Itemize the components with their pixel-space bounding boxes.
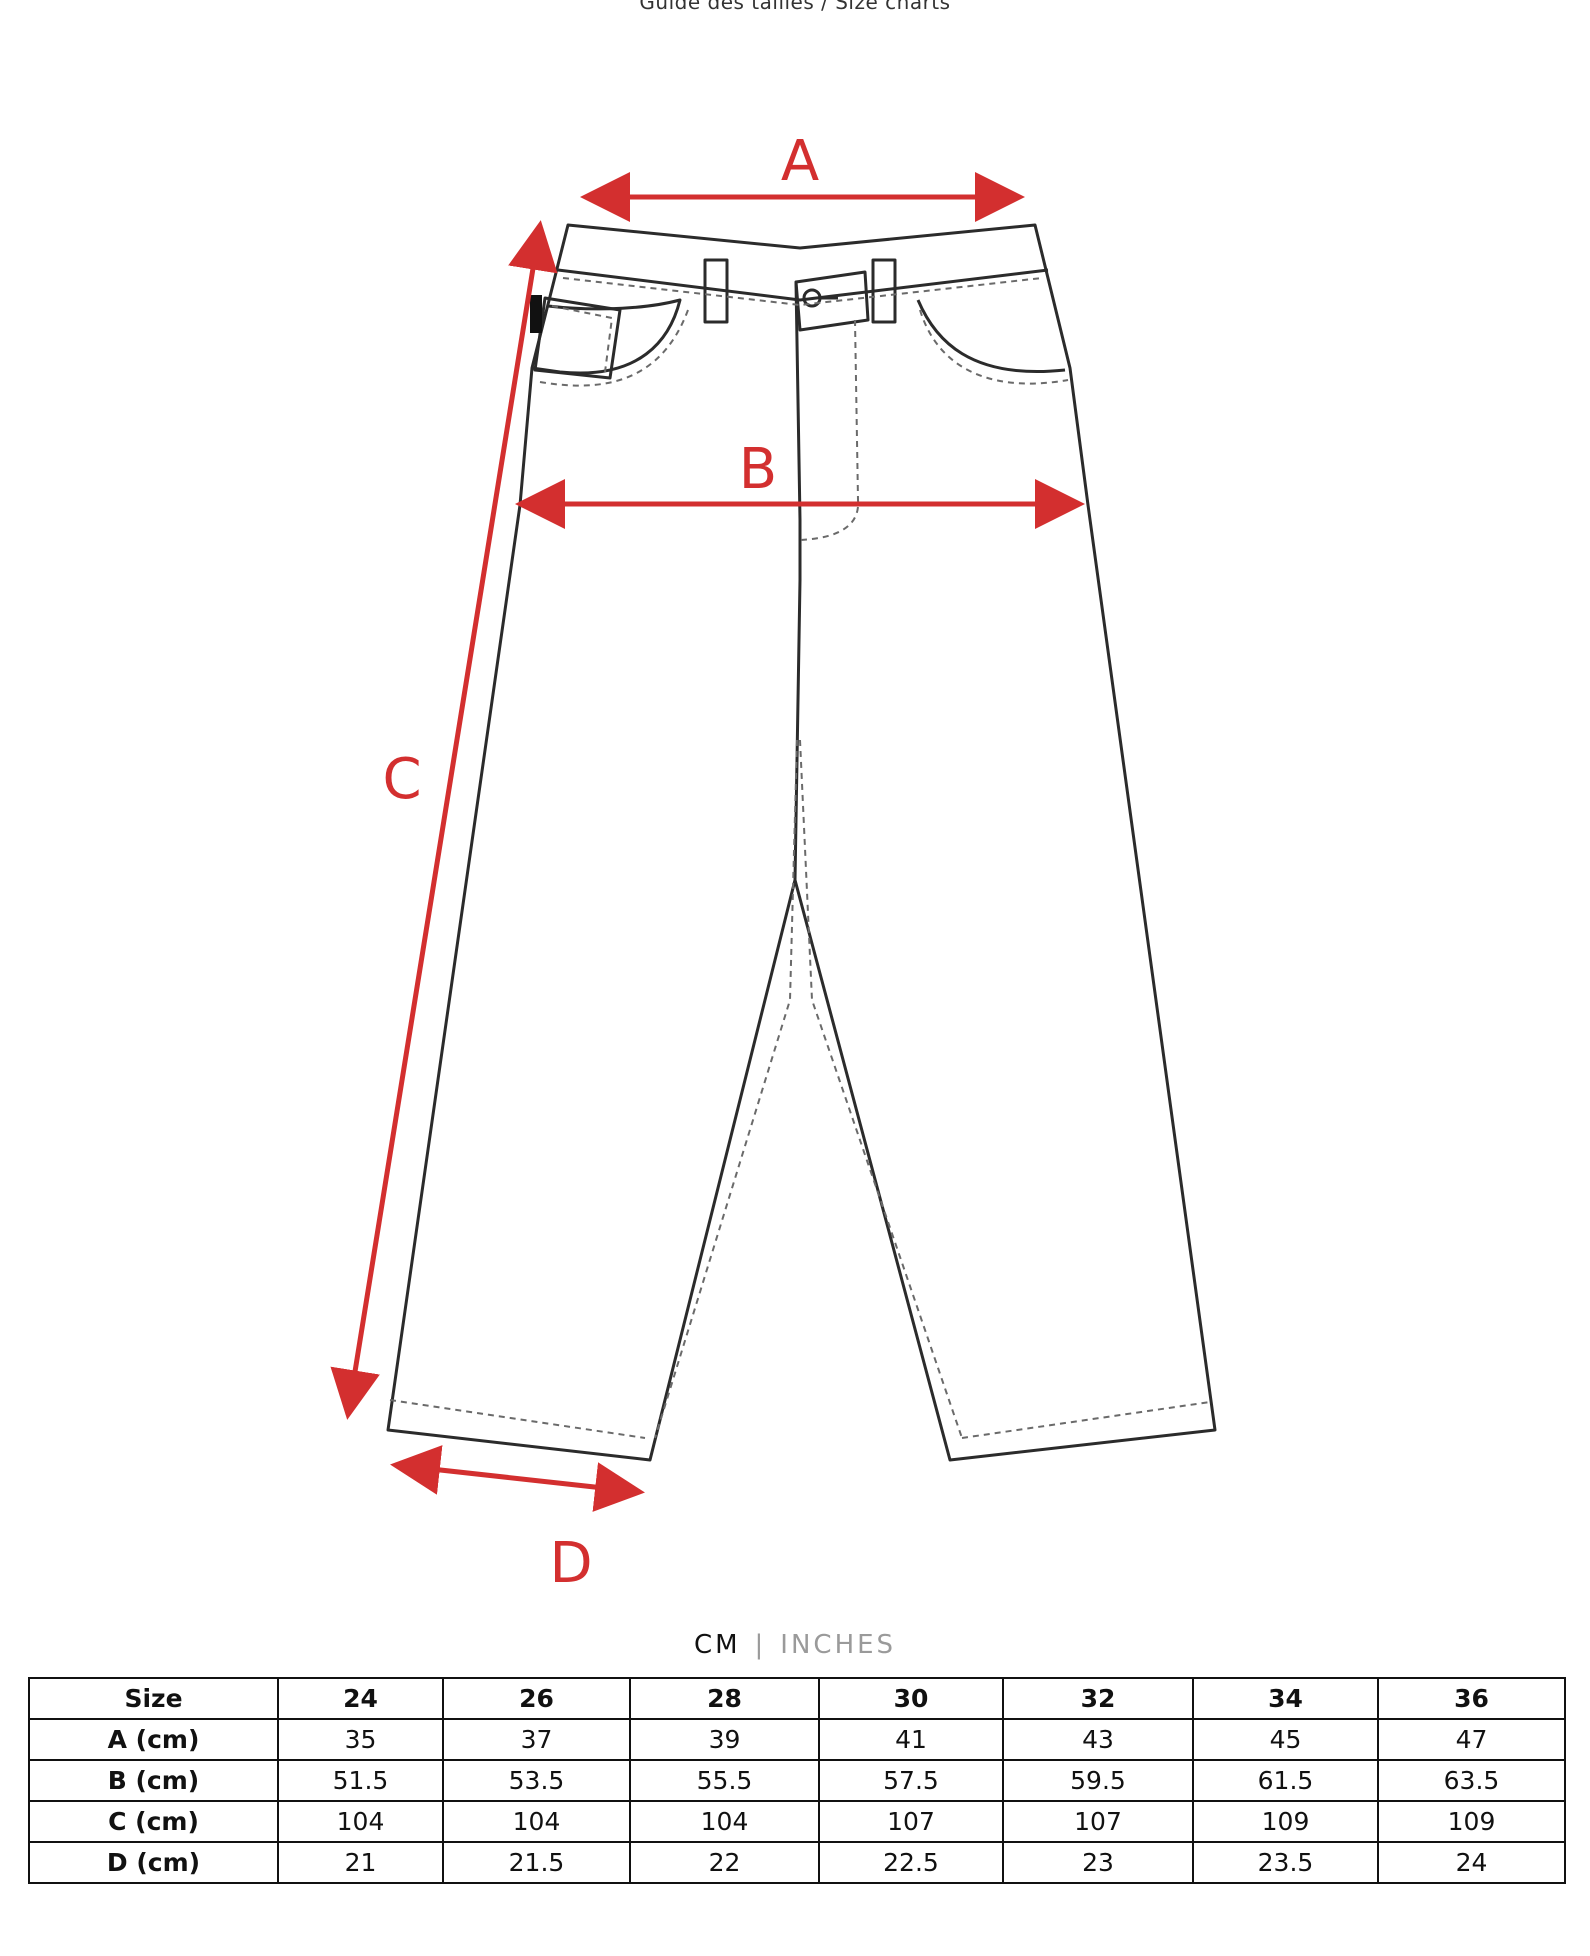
table-cell: 59.5 [1002, 1759, 1194, 1802]
table-cell: 104 [442, 1800, 631, 1843]
table-cell: 23.5 [1192, 1841, 1379, 1884]
size-column-header: 34 [1192, 1677, 1379, 1720]
table-cell: 47 [1377, 1718, 1566, 1761]
table-cell: 39 [629, 1718, 820, 1761]
arrow-c [330, 220, 558, 1420]
row-label: D (cm) [28, 1841, 279, 1884]
table-cell: 107 [1002, 1800, 1194, 1843]
table-cell: 104 [629, 1800, 820, 1843]
table-cell: 57.5 [818, 1759, 1004, 1802]
table-cell: 22.5 [818, 1841, 1004, 1884]
table-cell: 109 [1377, 1800, 1566, 1843]
table-row: B (cm) 51.5 53.5 55.5 57.5 59.5 61.5 63.… [28, 1759, 1566, 1802]
size-column-header: 36 [1377, 1677, 1566, 1720]
size-column-header: 26 [442, 1677, 631, 1720]
table-cell: 41 [818, 1718, 1004, 1761]
pocket-left [531, 298, 682, 375]
size-column-header: 30 [818, 1677, 1004, 1720]
table-cell: 63.5 [1377, 1759, 1566, 1802]
label-b: B [739, 437, 777, 502]
row-label: C (cm) [28, 1800, 279, 1843]
table-cell: 109 [1192, 1800, 1379, 1843]
size-header-cell: Size [28, 1677, 279, 1720]
size-column-header: 28 [629, 1677, 820, 1720]
belt-loop-left [703, 258, 729, 324]
table-cell: 104 [277, 1800, 444, 1843]
table-cell: 23 [1002, 1841, 1194, 1884]
table-row: D (cm) 21 21.5 22 22.5 23 23.5 24 [28, 1841, 1566, 1884]
table-header-row: Size 24 26 28 30 32 34 36 [28, 1677, 1566, 1720]
table-cell: 22 [629, 1841, 820, 1884]
label-tab [530, 295, 542, 333]
table-row: A (cm) 35 37 39 41 43 45 47 [28, 1718, 1566, 1761]
pants-measurement-diagram: A B C D [330, 129, 1217, 1596]
table-cell: 61.5 [1192, 1759, 1379, 1802]
table-cell: 51.5 [277, 1759, 444, 1802]
row-label: A (cm) [28, 1718, 279, 1761]
table-cell: 21.5 [442, 1841, 631, 1884]
pocket-right [916, 299, 1066, 373]
table-cell: 107 [818, 1800, 1004, 1843]
table-cell: 35 [277, 1718, 444, 1761]
size-column-header: 24 [277, 1677, 444, 1720]
measurement-arrows [330, 172, 1085, 1512]
table-cell: 24 [1377, 1841, 1566, 1884]
size-chart-table: Size 24 26 28 30 32 34 36 A (cm) 35 37 3… [28, 1677, 1566, 1884]
unit-toggle: CM | INCHES [0, 1630, 1590, 1660]
label-a: A [781, 129, 819, 194]
table-cell: 37 [442, 1718, 631, 1761]
unit-cm-button[interactable]: CM [693, 1630, 741, 1660]
table-cell: 43 [1002, 1718, 1194, 1761]
unit-inches-button[interactable]: INCHES [780, 1630, 897, 1660]
arrow-d [390, 1445, 645, 1512]
page-title: Guide des tailles / Size charts [639, 0, 951, 14]
label-c: C [382, 747, 421, 812]
waistband [557, 268, 1049, 302]
row-label: B (cm) [28, 1759, 279, 1802]
unit-separator: | [754, 1630, 767, 1660]
table-cell: 45 [1192, 1718, 1379, 1761]
table-row: C (cm) 104 104 104 107 107 109 109 [28, 1800, 1566, 1843]
size-column-header: 32 [1002, 1677, 1194, 1720]
table-cell: 55.5 [629, 1759, 820, 1802]
label-d: D [549, 1531, 592, 1596]
table-cell: 53.5 [442, 1759, 631, 1802]
table-cell: 21 [277, 1841, 444, 1884]
fly-panel [794, 270, 870, 332]
belt-loop-right [871, 258, 897, 324]
fly [793, 281, 802, 881]
